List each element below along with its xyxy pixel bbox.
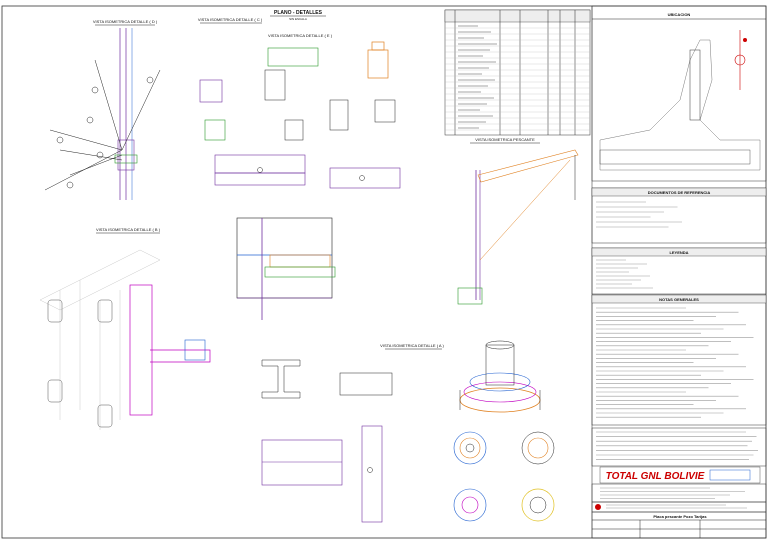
- detail-a-view: VISTA ISOMETRICA DETALLE ( A ): [380, 340, 541, 413]
- notas-heading: NOTAS GENERALES: [659, 297, 699, 302]
- detail-b-title: VISTA ISOMETRICA DETALLE ( B ): [96, 227, 161, 232]
- documentos-heading: DOCUMENTOS DE REFERENCIA: [648, 190, 711, 195]
- leyenda-heading: LEYENDA: [669, 250, 688, 255]
- svg-text:SIN ESCALA: SIN ESCALA: [289, 17, 307, 21]
- plan-title: PLANO - DETALLES: [274, 10, 323, 16]
- pescante-view: VISTA ISOMETRICA PESCANTE: [457, 137, 579, 305]
- sheet-border: [1, 5, 767, 539]
- company-logo-text: TOTAL GNL BOLIVIE: [606, 471, 705, 482]
- ubicacion-heading: UBICACION: [668, 12, 691, 17]
- detail-e-title: VISTA ISOMETRICA DETALLE ( E ): [268, 33, 333, 38]
- detail-b-view: VISTA ISOMETRICA DETALLE ( B ): [39, 227, 211, 430]
- detail-c-title: VISTA ISOMETRICA DETALLE ( C ): [198, 17, 263, 22]
- circle-sections: [453, 431, 555, 522]
- center-plan: [236, 217, 393, 523]
- detail-d-view: VISTA ISOMETRICA DETALLE ( D ): [44, 19, 161, 200]
- detail-a-title: VISTA ISOMETRICA DETALLE ( A ): [380, 343, 444, 348]
- bom-table: [444, 9, 591, 136]
- right-panel: UBICACION DOCUMENTOS DE REFERENCIA LEYEN…: [591, 5, 767, 539]
- detail-e-view: VISTA ISOMETRICA DETALLE ( E ): [267, 33, 401, 189]
- detail-d-title: VISTA ISOMETRICA DETALLE ( D ): [93, 19, 158, 24]
- pescante-title: VISTA ISOMETRICA PESCANTE: [475, 137, 535, 142]
- detail-c-view: VISTA ISOMETRICA DETALLE ( C ): [198, 17, 306, 186]
- drawing-title: Placa pescante Pozo Tarijas: [653, 514, 707, 519]
